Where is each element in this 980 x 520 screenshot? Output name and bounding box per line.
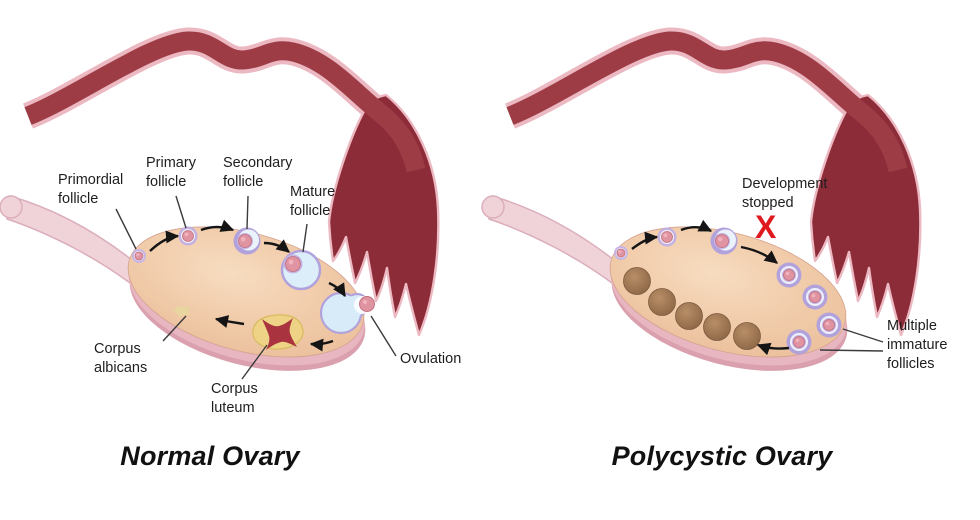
- label-primary-follicle: Primary follicle: [146, 155, 196, 190]
- corpus-albicans-shape: [172, 305, 191, 318]
- label-multiple-immature-follicles: Multiple immature follicles: [887, 318, 948, 372]
- polycystic-cycle-arrows: [631, 219, 790, 356]
- primordial-follicle-shape: [131, 248, 147, 264]
- secondary-follicle-shape: [233, 227, 261, 255]
- normal-ovary-anatomy: [0, 41, 438, 394]
- label-corpus-albicans: Corpus albicans: [94, 341, 148, 376]
- mature-follicle-shape: [280, 249, 322, 291]
- immature-follicle-shape: [786, 329, 812, 355]
- cyst-shape: [675, 302, 703, 330]
- label-corpus-luteum: Corpus luteum: [211, 381, 258, 416]
- cyst-shape: [623, 267, 651, 295]
- immature-follicle-shape: [802, 284, 828, 310]
- development-stopped-x-marker: X: [755, 209, 777, 245]
- label-development-stopped: Development stopped: [742, 176, 828, 211]
- ovulation-shape: [319, 291, 375, 335]
- polycystic-leader-lines: [819, 328, 884, 352]
- polycystic-ovary-anatomy: [482, 41, 920, 394]
- primary-follicle-shape: [178, 226, 198, 246]
- secondary-follicle-shape: [710, 227, 738, 255]
- label-secondary-follicle: Secondary follicle: [223, 155, 293, 190]
- primordial-follicle-shape: [613, 245, 629, 261]
- corpus-luteum-shape: [252, 314, 304, 350]
- cyst-shape: [703, 313, 731, 341]
- normal-ovary-follicle-stages: [131, 226, 375, 350]
- primary-follicle-shape: [657, 227, 677, 247]
- immature-follicle-shape: [776, 262, 802, 288]
- immature-follicle-shape: [816, 312, 842, 338]
- label-ovulation: Ovulation: [400, 351, 462, 367]
- normal-ovary-leader-lines: [115, 195, 397, 380]
- normal-ovary-cycle-arrows: [149, 219, 347, 352]
- polycystic-ovary-title: Polycystic Ovary: [611, 441, 833, 471]
- normal-ovary-title: Normal Ovary: [120, 441, 300, 471]
- label-mature-follicle: Mature follicle: [290, 184, 336, 219]
- cyst-shape: [733, 322, 761, 350]
- label-primordial-follicle: Primordial follicle: [58, 172, 124, 207]
- cyst-shape: [648, 288, 676, 316]
